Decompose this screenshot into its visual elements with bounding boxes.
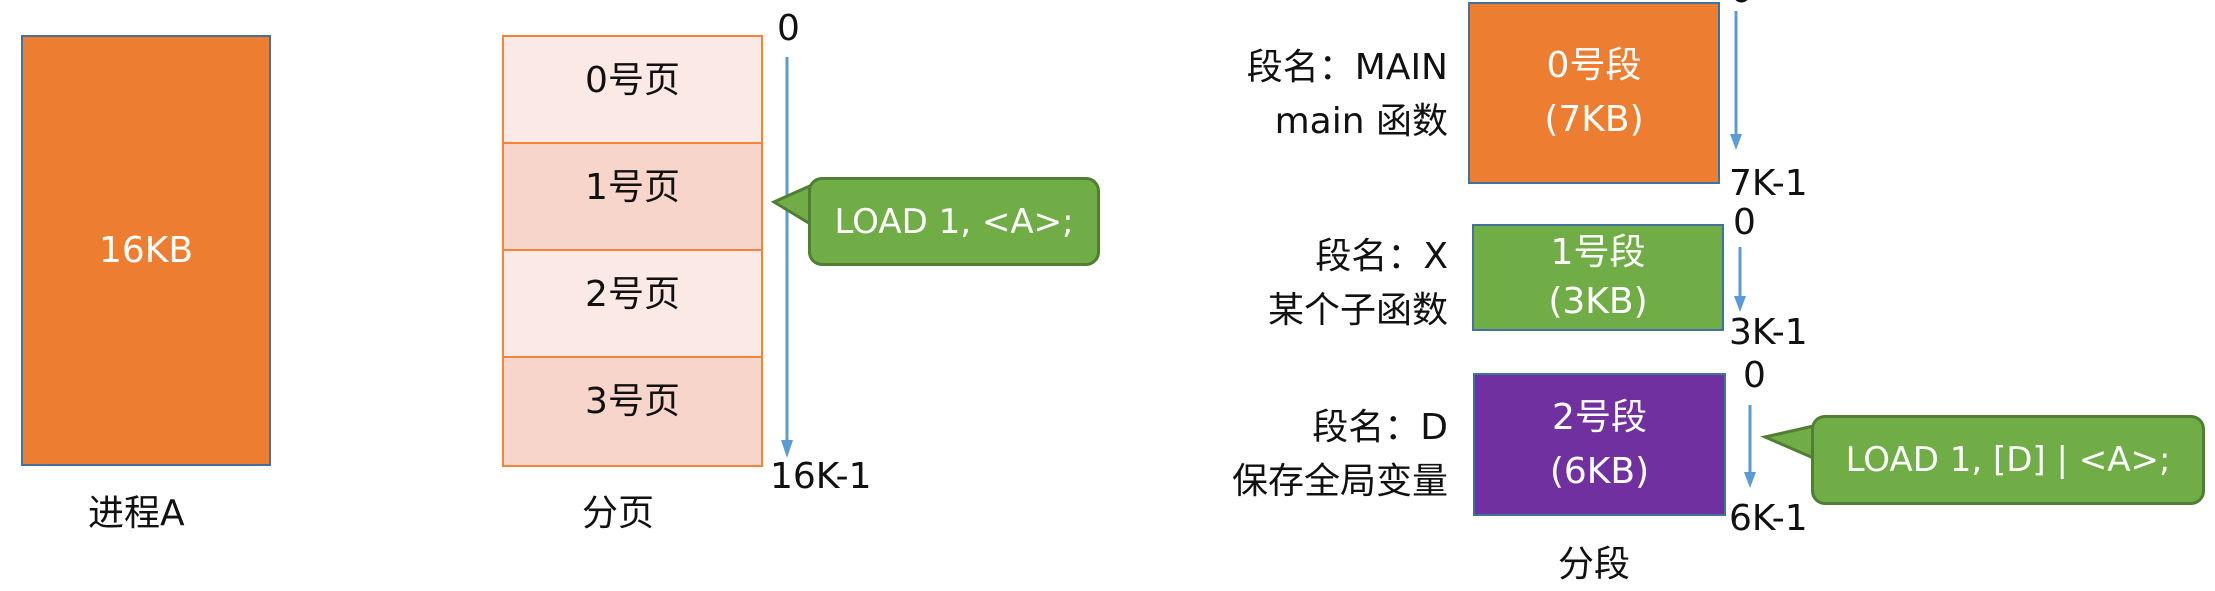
seg2-arrowhead xyxy=(1744,472,1756,488)
segment-2: 2号段 (6KB) xyxy=(1473,373,1726,516)
seg1-name: 段名：X xyxy=(1315,236,1448,277)
seg1-size: (3KB) xyxy=(1548,280,1648,322)
seg2-title: 2号段 xyxy=(1552,396,1647,438)
page-1: 1号页 xyxy=(504,144,761,251)
seg1-desc: 某个子函数 xyxy=(1267,290,1448,331)
seg2-addr-start: 0 xyxy=(1743,355,1766,396)
page-addr-end: 16K-1 xyxy=(770,456,872,497)
seg2-size: (6KB) xyxy=(1549,450,1650,492)
seg0-addr-start: 0 xyxy=(1730,0,1753,11)
segment-instruction: LOAD 1, [D] | <A>; xyxy=(1845,440,2171,480)
process-size: 16KB xyxy=(98,230,194,271)
paging-label: 分页 xyxy=(582,493,655,534)
seg2-desc: 保存全局变量 xyxy=(1231,461,1448,502)
seg0-size: (7KB) xyxy=(1544,99,1644,140)
seg1-addr-start: 0 xyxy=(1733,202,1756,243)
seg2-addr-end: 6K-1 xyxy=(1729,498,1808,539)
seg2-name: 段名：D xyxy=(1312,407,1448,448)
page-3: 3号页 xyxy=(504,358,761,465)
page-0: 0号页 xyxy=(504,37,761,144)
segmentation-label: 分段 xyxy=(1558,544,1631,585)
seg0-info: 段名：MAIN main 函数 xyxy=(1247,41,1448,149)
segment-1: 1号段 (3KB) xyxy=(1472,224,1724,331)
seg1-arrowhead xyxy=(1734,296,1746,312)
page-addr-start: 0 xyxy=(777,8,800,49)
seg0-arrowhead xyxy=(1730,134,1742,150)
paging-instruction-callout: LOAD 1, <A>; xyxy=(808,177,1100,266)
segment-0: 0号段 (7KB) xyxy=(1468,2,1720,184)
process-label: 进程A xyxy=(88,493,185,534)
segment-instruction-callout: LOAD 1, [D] | <A>; xyxy=(1811,415,2205,505)
seg0-name: 段名：MAIN xyxy=(1246,47,1448,88)
page-2: 2号页 xyxy=(504,251,761,358)
paging-instruction: LOAD 1, <A>; xyxy=(834,201,1074,242)
seg1-title: 1号段 xyxy=(1550,231,1646,273)
process-block: 16KB xyxy=(21,35,271,466)
seg0-title: 0号段 xyxy=(1546,45,1642,86)
seg1-info: 段名：X 某个子函数 xyxy=(1268,230,1448,338)
paging-block: 0号页 1号页 2号页 3号页 xyxy=(502,35,763,467)
callout1-pointer xyxy=(770,182,814,228)
page-arrowhead xyxy=(781,440,793,458)
seg0-addr-end: 7K-1 xyxy=(1729,163,1808,204)
seg2-info: 段名：D 保存全局变量 xyxy=(1232,401,1448,509)
seg0-desc: main 函数 xyxy=(1274,101,1448,142)
seg1-addr-end: 3K-1 xyxy=(1729,312,1808,353)
